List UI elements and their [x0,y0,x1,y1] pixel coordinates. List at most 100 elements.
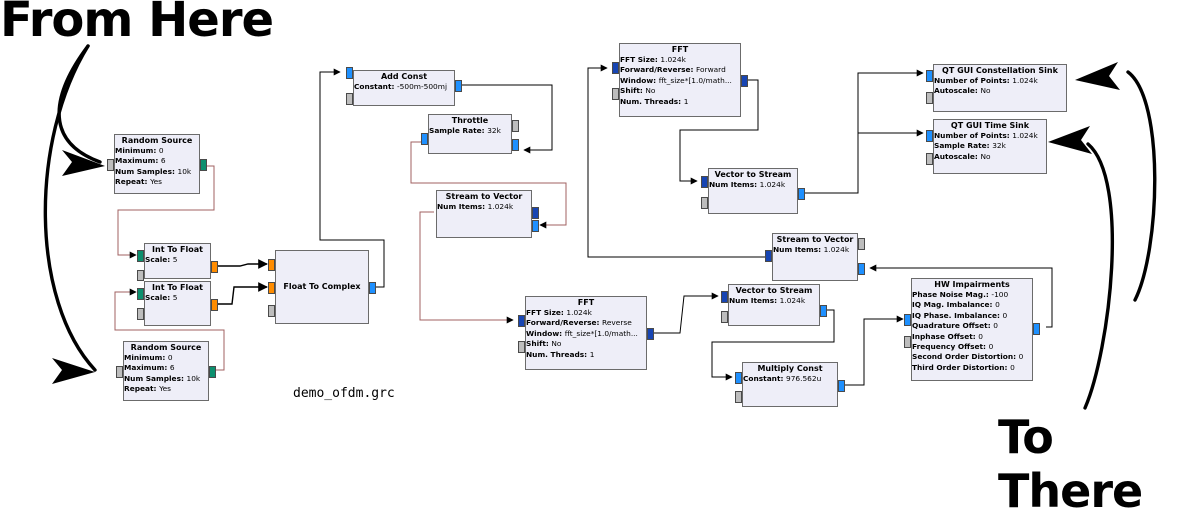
port-float-in-im[interactable] [268,282,275,294]
port-complex-in[interactable] [904,314,911,326]
port-int-out[interactable] [200,159,207,171]
block-param: FFT Size: 1.024k [526,308,592,317]
param-value: fft_size*[1.0/math... [564,328,638,338]
param-value: 0 [1010,362,1015,372]
param-name: Inphase Offset [912,331,973,341]
port-message-in[interactable] [735,391,742,403]
port-vector-in[interactable] [612,62,619,74]
param-value: 5 [172,293,178,302]
param-name: Num. Threads [526,349,585,359]
port-message-in[interactable] [116,366,123,378]
from-arrow-bottom [43,44,97,372]
port-message-in[interactable] [701,197,708,209]
param-name: Frequency Offset [912,342,984,352]
port-message-in[interactable] [612,88,619,100]
param-name: Autoscale [934,151,975,161]
port-complex-out[interactable] [820,305,827,317]
param-value: 32k [992,141,1006,151]
port-message-in[interactable] [137,270,144,281]
block-param: Scale: 5 [145,293,178,302]
wire-itf1-ftc [218,259,268,269]
block-param: Num Samples: 10k [124,373,201,383]
port-message-in[interactable] [518,341,525,353]
param-value: 976.562u [786,374,822,383]
wire-thr-s2v1 [410,141,567,229]
port-message-in[interactable] [137,308,144,320]
to-there-caption: To There [998,410,1143,518]
port-complex-in[interactable] [346,67,353,79]
param-value: 0 [1002,310,1008,320]
port-complex-in[interactable] [421,133,428,145]
port-message-in[interactable] [107,159,114,171]
block-param: Frequency Offset: 0 [912,342,994,352]
param-name: Constant [354,82,392,91]
block-param: Phase Noise Mag.: -100 [912,290,1009,299]
port-complex-in[interactable] [858,263,865,275]
port-float-out[interactable] [211,261,218,273]
port-complex-in[interactable] [926,70,933,82]
param-name: Maximum [115,156,156,166]
port-complex-in[interactable] [926,130,933,142]
param-value: 1 [589,349,595,359]
port-message-out[interactable] [512,120,519,132]
port-complex-out[interactable] [369,282,376,294]
port-vector-in[interactable] [518,315,525,327]
block-float-to-complex[interactable]: Float To Complex [268,250,376,324]
from-arrowhead-bottom [52,358,95,384]
port-complex-out[interactable] [512,139,519,151]
port-vector-in[interactable] [721,291,728,303]
port-message-in[interactable] [721,311,728,323]
param-name: Window [526,328,560,338]
port-float-in-re[interactable] [268,259,275,271]
port-message-in[interactable] [858,238,865,250]
port-message-in[interactable] [926,153,933,165]
param-name: Forward/Reverse [526,318,597,328]
port-float-out[interactable] [211,299,218,311]
port-int-out[interactable] [209,366,216,378]
param-name: Window [620,75,654,85]
port-complex-out[interactable] [798,188,805,200]
port-complex-out[interactable] [838,380,845,392]
port-vector-out[interactable] [532,207,539,219]
param-value: 0 [988,342,994,352]
param-name: Num. Threads [620,96,679,106]
port-complex-out[interactable] [1033,323,1040,335]
param-value: 6 [160,156,166,166]
param-value: 0 [993,321,998,331]
port-vector-out[interactable] [765,250,772,262]
wire-s2v1-fft1 [419,211,514,324]
param-name: Second Order Distortion [912,352,1014,362]
port-vector-out[interactable] [647,328,654,340]
port-vector-out[interactable] [741,75,748,87]
param-value: 1.024k [779,296,806,305]
port-vector-in[interactable] [701,176,708,188]
block-param: Minimum: 0 [124,353,173,362]
port-message-in[interactable] [904,336,911,348]
port-message-in[interactable] [268,305,275,317]
block-param: Sample Rate: 32k [429,126,501,135]
port-message-in[interactable] [926,92,933,104]
block-param: Scale: 5 [145,255,178,264]
port-message-in[interactable] [346,93,353,105]
port-int-in[interactable] [137,288,144,300]
port-complex-in[interactable] [735,372,742,384]
port-complex-out[interactable] [455,80,462,92]
port-int-in[interactable] [137,250,144,262]
port-complex-in[interactable] [532,220,539,232]
